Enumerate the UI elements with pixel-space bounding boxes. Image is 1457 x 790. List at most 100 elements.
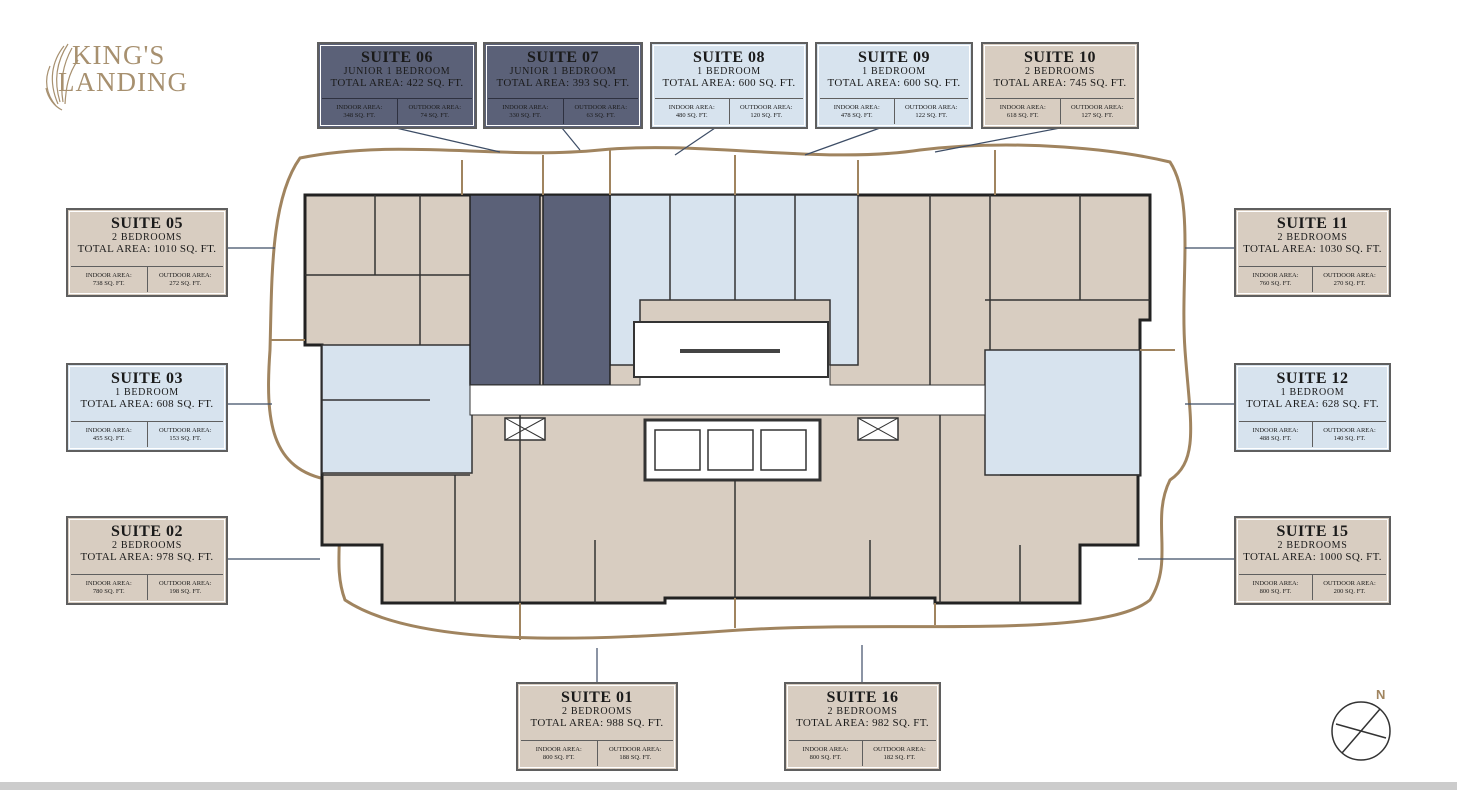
indoor-area: INDOOR AREA:780 SQ. FT. (71, 575, 147, 600)
indoor-area: INDOOR AREA:348 SQ. FT. (322, 99, 397, 124)
suite-total-area: TOTAL AREA: 422 SQ. FT. (330, 77, 464, 89)
suite-07-area (542, 194, 611, 386)
suite-area-split: INDOOR AREA:800 SQ. FT.OUTDOOR AREA:188 … (521, 740, 673, 766)
outdoor-area: OUTDOOR AREA:122 SQ. FT. (893, 99, 969, 124)
outdoor-area: OUTDOOR AREA:140 SQ. FT. (1312, 422, 1386, 447)
outdoor-area: OUTDOOR AREA:188 SQ. FT. (596, 741, 674, 766)
suite-type: 2 BEDROOMS (1277, 232, 1348, 243)
suite-type: JUNIOR 1 BEDROOM (343, 66, 451, 77)
indoor-value: 488 SQ. FT. (1259, 434, 1292, 442)
outdoor-label: OUTDOOR AREA: (1323, 271, 1376, 279)
suite-total-area: TOTAL AREA: 978 SQ. FT. (80, 551, 214, 563)
elevator-bar (680, 349, 780, 353)
indoor-label: INDOOR AREA: (802, 745, 849, 753)
outdoor-value: 120 SQ. FT. (750, 111, 783, 119)
outdoor-value: 63 SQ. FT. (586, 111, 615, 119)
suite-total-area: TOTAL AREA: 1010 SQ. FT. (77, 243, 217, 255)
indoor-value: 348 SQ. FT. (343, 111, 376, 119)
outdoor-label: OUTDOOR AREA: (158, 426, 212, 434)
indoor-value: 618 SQ. FT. (1006, 111, 1039, 119)
suite-area-split: INDOOR AREA:618 SQ. FT.OUTDOOR AREA:127 … (986, 98, 1134, 124)
indoor-value: 480 SQ. FT. (675, 111, 708, 119)
suite-name: SUITE 15 (1276, 523, 1349, 540)
balcony-dividers (270, 150, 1175, 640)
suite-area-split: INDOOR AREA:800 SQ. FT. OUTDOOR AREA:182 … (789, 740, 936, 766)
indoor-area: INDOOR AREA:800 SQ. FT. (1239, 575, 1312, 600)
suite-name: SUITE 12 (1276, 370, 1349, 387)
indoor-area: INDOOR AREA:800 SQ. FT. (789, 741, 862, 766)
suite-06-area (469, 194, 541, 386)
compass-label: N (1376, 687, 1385, 702)
suite-area-split: INDOOR AREA:330 SQ. FT.OUTDOOR AREA:63 S… (488, 98, 638, 124)
suite-08-09-area (609, 194, 859, 366)
indoor-value: 738 SQ. FT. (92, 279, 125, 287)
suite-type: 2 BEDROOMS (111, 540, 183, 551)
outdoor-value: 153 SQ. FT. (169, 434, 202, 442)
indoor-value: 760 SQ. FT. (1259, 279, 1292, 287)
indoor-label: INDOOR AREA: (336, 103, 383, 111)
outdoor-area: OUTDOOR AREA:198 SQ. FT. (146, 575, 224, 600)
suite-name: SUITE 16 (826, 689, 899, 706)
outdoor-label: OUTDOOR AREA: (873, 745, 926, 753)
suite-name: SUITE 08 (692, 49, 766, 66)
outdoor-label: OUTDOOR AREA: (608, 745, 662, 753)
interior-walls (305, 195, 1150, 603)
outdoor-label: OUTDOOR AREA: (158, 271, 212, 279)
indoor-label: INDOOR AREA: (1252, 426, 1299, 434)
suite-area-split: INDOOR AREA:800 SQ. FT.OUTDOOR AREA:200 … (1239, 574, 1386, 600)
outdoor-label: OUTDOOR AREA: (1323, 579, 1376, 587)
suite-area-split: INDOOR AREA:455 SQ. FT.OUTDOOR AREA:153 … (71, 421, 223, 447)
suite-area-split: INDOOR AREA:348 SQ. FT.OUTDOOR AREA:74 S… (322, 98, 472, 124)
outdoor-label: OUTDOOR AREA: (739, 103, 793, 111)
kings-landing-logo-icon (45, 43, 79, 111)
indoor-label: INDOOR AREA: (833, 103, 880, 111)
outdoor-value: 122 SQ. FT. (915, 111, 948, 119)
indoor-label: INDOOR AREA: (535, 745, 582, 753)
suite-type: 1 BEDROOM (115, 387, 179, 398)
outdoor-value: 127 SQ. FT. (1081, 111, 1114, 119)
outdoor-label: OUTDOOR AREA: (1323, 426, 1376, 434)
suite-area-split: INDOOR AREA:488 SQ. FT. OUTDOOR AREA:140 … (1239, 421, 1386, 447)
suite-name: SUITE 05 (110, 215, 184, 232)
outdoor-value: 182 SQ. FT. (883, 753, 916, 761)
suite-type: 1 BEDROOM (1280, 387, 1345, 398)
suite-total-area: TOTAL AREA: 1030 SQ. FT. (1243, 243, 1382, 255)
suite-area-split: INDOOR AREA:738 SQ. FT.OUTDOOR AREA:272 … (71, 266, 223, 292)
bottom-rule (0, 782, 1457, 790)
suite-total-area: TOTAL AREA: 600 SQ. FT. (827, 77, 961, 89)
suite-total-area: TOTAL AREA: 1000 SQ. FT. (1243, 551, 1382, 563)
suite-type: 2 BEDROOMS (111, 232, 183, 243)
suite-name: SUITE 03 (110, 370, 184, 387)
indoor-value: 800 SQ. FT. (809, 753, 842, 761)
outdoor-label: OUTDOOR AREA: (158, 579, 212, 587)
suite-type: 2 BEDROOMS (1277, 540, 1348, 551)
indoor-label: INDOOR AREA: (1252, 579, 1299, 587)
outdoor-value: 140 SQ. FT. (1333, 434, 1366, 442)
outdoor-label: OUTDOOR AREA: (574, 103, 628, 111)
outdoor-area: OUTDOOR AREA:200 SQ. FT. (1312, 575, 1386, 600)
suite-type: 1 BEDROOM (697, 66, 761, 77)
suite-12-area (984, 349, 1141, 476)
stair-core (643, 418, 822, 482)
indoor-value: 780 SQ. FT. (92, 587, 125, 595)
outdoor-area: OUTDOOR AREA:272 SQ. FT. (146, 267, 224, 292)
leader-lines (228, 127, 1234, 682)
compass-icon (1331, 701, 1391, 761)
suite-area-split: INDOOR AREA:780 SQ. FT.OUTDOOR AREA:198 … (71, 574, 223, 600)
suite-total-area: TOTAL AREA: 600 SQ. FT. (662, 77, 796, 89)
outdoor-area: OUTDOOR AREA:270 SQ. FT. (1312, 267, 1386, 292)
indoor-value: 800 SQ. FT. (1259, 587, 1292, 595)
suite-name: SUITE 10 (1023, 49, 1097, 66)
outdoor-value: 188 SQ. FT. (619, 753, 652, 761)
suite-type: 2 BEDROOMS (561, 706, 633, 717)
suite-total-area: TOTAL AREA: 393 SQ. FT. (496, 77, 630, 89)
corridor (469, 364, 986, 416)
suite-total-area: TOTAL AREA: 745 SQ. FT. (993, 77, 1127, 89)
suite-area-split: INDOOR AREA:760 SQ. FT.OUTDOOR AREA:270 … (1239, 266, 1386, 292)
